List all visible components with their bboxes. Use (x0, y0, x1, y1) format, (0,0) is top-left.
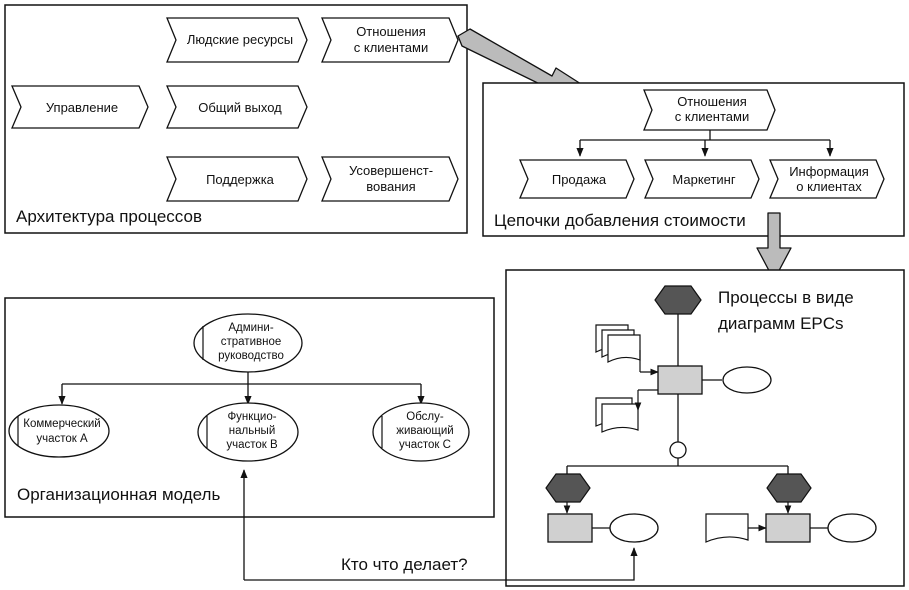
customer-info-process: Информация о клиентах (769, 159, 885, 199)
epc-title-line2: диаграмм EPCs (718, 314, 844, 333)
value-chain-parent-line2: с клиентами (675, 109, 749, 124)
service-unit: Обслу- живающий участок С (372, 402, 470, 462)
customer-relations-label-line1: Отношения (356, 24, 426, 39)
human-resources-process: Людские ресурсы (166, 17, 308, 63)
common-output-process: Общий выход (166, 85, 308, 129)
human-resources-label: Людские ресурсы (187, 32, 293, 47)
who-does-what-label: Кто что делает? (341, 555, 468, 574)
zoom-arrow-down (756, 212, 792, 281)
epc-document-bottom (595, 397, 639, 433)
epc-document-top (595, 324, 641, 363)
functional-unit: Функцио- нальный участок В (197, 402, 299, 462)
admin-unit: Админи- стративное руководство (193, 313, 303, 373)
epc-panel: Процессы в виде диаграмм EPCs (505, 269, 905, 587)
customer-relations-process: Отношения с клиентами (321, 17, 459, 63)
management-process: Управление (11, 85, 149, 129)
improvement-label-line2: вования (366, 179, 415, 194)
improvement-process: Усовершенст- вования (321, 156, 459, 202)
epc-right-function (765, 513, 811, 543)
epc-main-function (657, 365, 703, 395)
epc-connector (669, 441, 687, 459)
epc-main-org-unit (722, 366, 772, 394)
commercial-line1: Коммерческий (23, 418, 100, 430)
marketing-process: Маркетинг (644, 159, 760, 199)
marketing-label: Маркетинг (672, 172, 735, 187)
value-chain-title: Цепочки добавления стоимости (494, 211, 746, 230)
service-line1: Обслу- (406, 411, 444, 423)
functional-line1: Функцио- (227, 411, 276, 423)
epc-right-org-unit (827, 513, 877, 543)
architecture-panel: Людские ресурсы Отношения с клиентами Уп… (4, 4, 468, 234)
who-does-what-link (240, 469, 638, 581)
epc-left-function (547, 513, 593, 543)
value-chain-parent-process: Отношения с клиентами (643, 89, 776, 131)
management-label: Управление (46, 100, 118, 115)
value-chain-parent-line1: Отношения (677, 94, 747, 109)
epc-left-event (545, 473, 591, 503)
value-chain-connectors (576, 130, 834, 157)
customer-relations-label-line2: с клиентами (354, 40, 428, 55)
service-line2: живающий (396, 425, 453, 437)
improvement-label-line1: Усовершенст- (349, 163, 433, 178)
epc-right-event (766, 473, 812, 503)
customer-info-line1: Информация (789, 164, 869, 179)
epc-title-line1: Процессы в виде (718, 288, 854, 307)
support-process: Поддержка (166, 156, 308, 202)
admin-line1: Админи- (228, 322, 273, 334)
customer-info-line2: о клиентах (796, 179, 862, 194)
commercial-unit: Коммерческий участок А (8, 404, 110, 458)
sales-process: Продажа (519, 159, 635, 199)
common-output-label: Общий выход (198, 100, 282, 115)
support-label: Поддержка (206, 172, 275, 187)
value-chain-panel: Отношения с клиентами Продажа Маркетинг … (482, 82, 905, 237)
epc-top-event (654, 285, 702, 315)
epc-right-document (705, 513, 749, 543)
service-line3: участок С (399, 439, 451, 451)
sales-label: Продажа (552, 172, 607, 187)
functional-line3: участок В (226, 439, 278, 451)
admin-line2: стративное (221, 336, 282, 348)
architecture-title: Архитектура процессов (16, 207, 202, 226)
org-connectors (58, 372, 425, 405)
admin-line3: руководство (218, 350, 284, 362)
org-model-title: Организационная модель (17, 485, 220, 504)
org-model-panel: Админи- стративное руководство Коммерчес… (4, 297, 495, 518)
functional-line2: нальный (229, 425, 276, 437)
epc-left-org-unit (609, 513, 659, 543)
commercial-line2: участок А (36, 433, 88, 445)
